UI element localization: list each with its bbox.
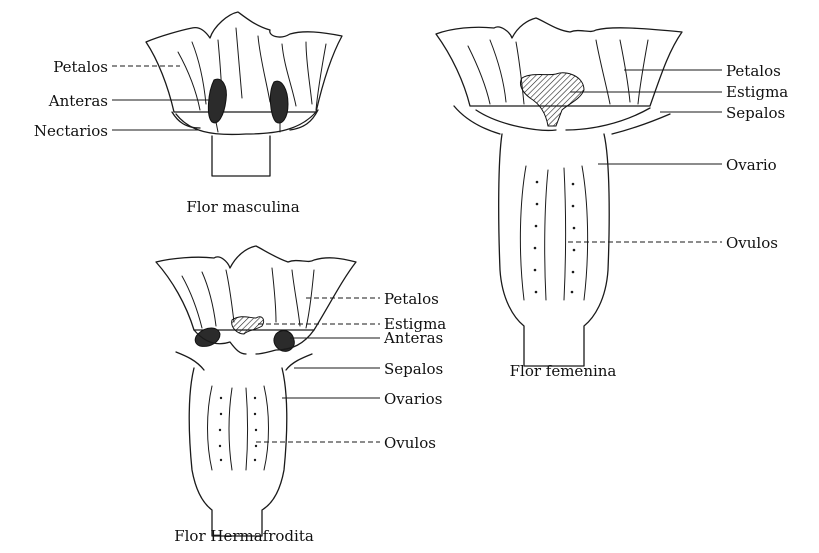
female-label-petalos: Petalos [726, 62, 781, 80]
hermaphrodite-flower [156, 246, 380, 536]
male-label-nectarios: Nectarios [34, 122, 108, 140]
hermaphrodite-caption: Flor Hermafrodita [174, 527, 314, 545]
herm-label-petalos: Petalos [384, 290, 439, 308]
herm-label-anteras: Anteras [383, 329, 443, 347]
female-label-estigma: Estigma [726, 83, 788, 101]
female-label-ovulos: Ovulos [726, 234, 778, 252]
female-label-ovario: Ovario [726, 156, 777, 174]
female-caption: Flor femenina [510, 362, 617, 380]
female-label-sepalos: Sepalos [726, 104, 785, 122]
herm-label-sepalos: Sepalos [384, 360, 443, 378]
male-flower [112, 12, 342, 176]
female-flower [436, 18, 722, 366]
herm-label-ovulos: Ovulos [384, 434, 436, 452]
male-label-anteras: Anteras [48, 92, 108, 110]
male-label-petalos: Petalos [53, 58, 108, 76]
herm-label-ovarios: Ovarios [384, 390, 442, 408]
male-caption: Flor masculina [186, 198, 299, 216]
